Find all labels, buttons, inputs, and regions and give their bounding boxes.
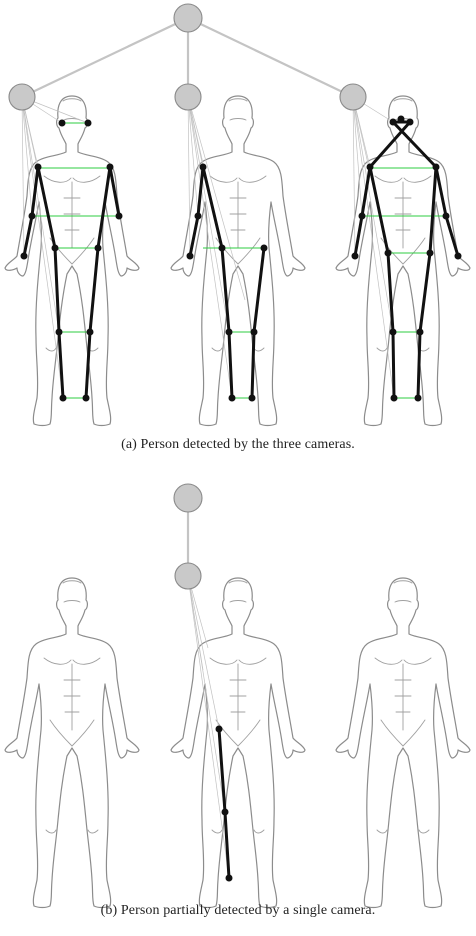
panel-b-single-camera: (b) Person partially detected by a singl… xyxy=(0,470,476,936)
diagram-a xyxy=(0,0,476,470)
correspondence-lines xyxy=(32,123,446,398)
camera-node-b xyxy=(175,563,201,589)
panel-a-three-cameras: (a) Person detected by the three cameras… xyxy=(0,0,476,470)
skeleton-b xyxy=(216,726,233,882)
camera-node-3 xyxy=(340,84,366,110)
diagram-b xyxy=(0,470,476,936)
root-node-b xyxy=(174,484,202,512)
person-figure-b-2 xyxy=(171,578,305,908)
camera-node-1 xyxy=(9,84,35,110)
caption-a: (a) Person detected by the three cameras… xyxy=(0,437,476,453)
person-figure-2 xyxy=(171,96,305,426)
person-figure-1 xyxy=(5,96,139,426)
person-figure-b-1 xyxy=(5,578,139,908)
caption-b: (b) Person partially detected by a singl… xyxy=(0,903,476,919)
camera-rays-b xyxy=(188,576,229,878)
tree-edge-3 xyxy=(188,18,353,97)
tree-edge-1 xyxy=(22,18,188,97)
camera-node-2 xyxy=(175,84,201,110)
person-figure-3 xyxy=(336,96,470,426)
root-node xyxy=(174,4,202,32)
person-figure-b-3 xyxy=(336,578,470,908)
